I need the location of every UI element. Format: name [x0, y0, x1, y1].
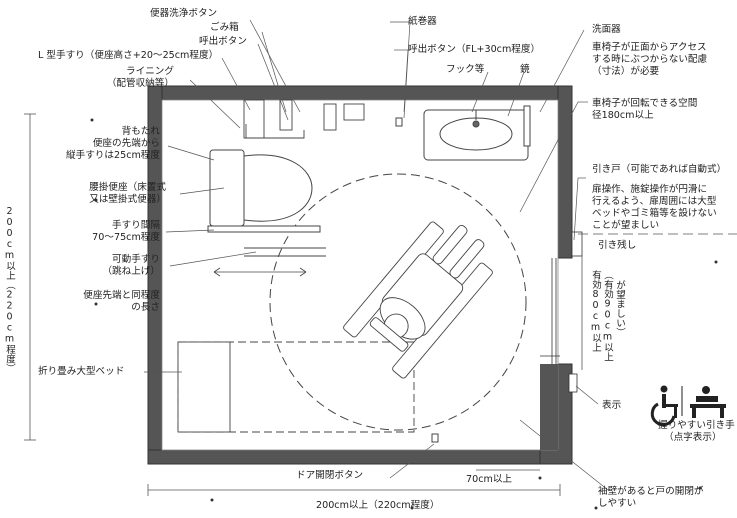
label-movable-rail-2: （跳ね上げ） [102, 266, 160, 277]
label-flush-button: 便器洗浄ボタン [150, 8, 218, 19]
arrow-lines [213, 267, 307, 277]
label-trash-bin: ごみ箱 [210, 22, 239, 33]
label-backrest-3: 縦手すりは25cm程度 [66, 150, 160, 161]
baby-changing-icon [690, 386, 726, 418]
label-hook: フック等 [446, 64, 485, 75]
paper-holder [395, 117, 403, 127]
fold-down-bed [177, 341, 415, 433]
label-door-note-4: ことが望ましい [592, 220, 660, 231]
label-lining-2: （配管収納等） [106, 78, 174, 89]
label-hikinokoshi: 引き残し [598, 240, 637, 251]
label-backrest-2: 便座の先端から [92, 138, 160, 149]
label-washbasin: 洗面器 [592, 24, 621, 35]
sliding-door [540, 231, 583, 393]
label-wing-wall-2: しやすい [598, 498, 637, 509]
label-wing-wall-1: 袖壁があると戸の開閉が [598, 486, 704, 497]
grab-bars [207, 225, 326, 257]
wall-right-upper [557, 85, 573, 259]
label-bottom-dimension: 200cm以上（220cm程度） [316, 500, 440, 511]
wall-bottom [147, 449, 573, 465]
label-call-button-top: 呼出ボタン（FL+30cm程度） [408, 44, 541, 55]
door-handle [568, 373, 578, 393]
label-easy-grip-1: 握りやすい引き手 [658, 420, 735, 431]
label-door-note-1: 扉操作、施錠操作が円滑に [592, 184, 708, 195]
label-70cm: 70cm以上 [466, 474, 513, 485]
wheelchair-user-figure [343, 221, 493, 379]
call-button-floor [431, 433, 439, 443]
label-l-handrail: L 型手すり（便座高さ+20～25cm程度） [38, 50, 219, 61]
toilet-bowl [209, 149, 313, 227]
lining [243, 99, 365, 139]
wall-top [147, 85, 573, 101]
wheelchair-turning-circle [269, 173, 527, 431]
label-effective-width-3: が望ましい） [614, 280, 625, 337]
label-paper-holder: 紙巻器 [408, 16, 437, 27]
label-fold-down-bed: 折り畳み大型ベッド [38, 366, 125, 377]
label-washbasin-note-1: 車椅子が正面からアクセス [592, 42, 707, 53]
label-effective-width-2: （有効90cm以上 [602, 270, 613, 362]
washbasin [423, 105, 531, 161]
wheelchair-icon [650, 385, 678, 427]
label-sign: 表示 [602, 400, 622, 411]
label-toilet-seat-2: 又は壁掛式便器） [89, 194, 166, 205]
label-same-length-2: の長さ [131, 302, 160, 313]
label-washbasin-note-3: （寸法）が必要 [592, 66, 660, 77]
dimension-lines [24, 113, 737, 496]
label-turning-space-1: 車椅子が回転できる空間 [592, 98, 698, 109]
label-movable-rail-1: 可動手すり [112, 254, 160, 265]
label-door-note-2: 行えるよう、扉周囲には大型 [592, 196, 717, 207]
label-same-length-1: 便座先端と同程度 [83, 290, 160, 301]
label-washbasin-note-2: する時にぶつからない配慮 [592, 54, 708, 65]
label-rail-spacing-2: 70～75cm程度 [92, 232, 160, 243]
wall-right-lower-inner [540, 364, 558, 450]
label-left-dimension: 200cm以上（220cm程度） [4, 206, 15, 373]
label-lining-1: ライニング [126, 66, 174, 77]
bullet-dots [90, 118, 718, 510]
label-turning-space-2: 径180cm以上 [592, 110, 654, 121]
label-sliding-door: 引き戸（可能であれば自動式） [592, 164, 727, 175]
label-mirror: 鏡 [520, 64, 530, 75]
label-rail-spacing-1: 手すり間隔 [112, 220, 160, 231]
label-easy-grip-2: （点字表示） [664, 432, 722, 443]
label-effective-width-1: 有効80cm以上 [590, 270, 601, 352]
label-door-note-3: ベッドやゴミ箱等を設けない [592, 208, 717, 219]
leader-lines [144, 19, 609, 491]
label-toilet-seat-1: 腰掛便座（床置式 [89, 182, 166, 193]
label-door-open-button: ドア開閉ボタン [296, 470, 364, 481]
label-backrest: 背もたれ [121, 126, 160, 137]
label-call-button-left: 呼出ボタン [199, 36, 247, 47]
